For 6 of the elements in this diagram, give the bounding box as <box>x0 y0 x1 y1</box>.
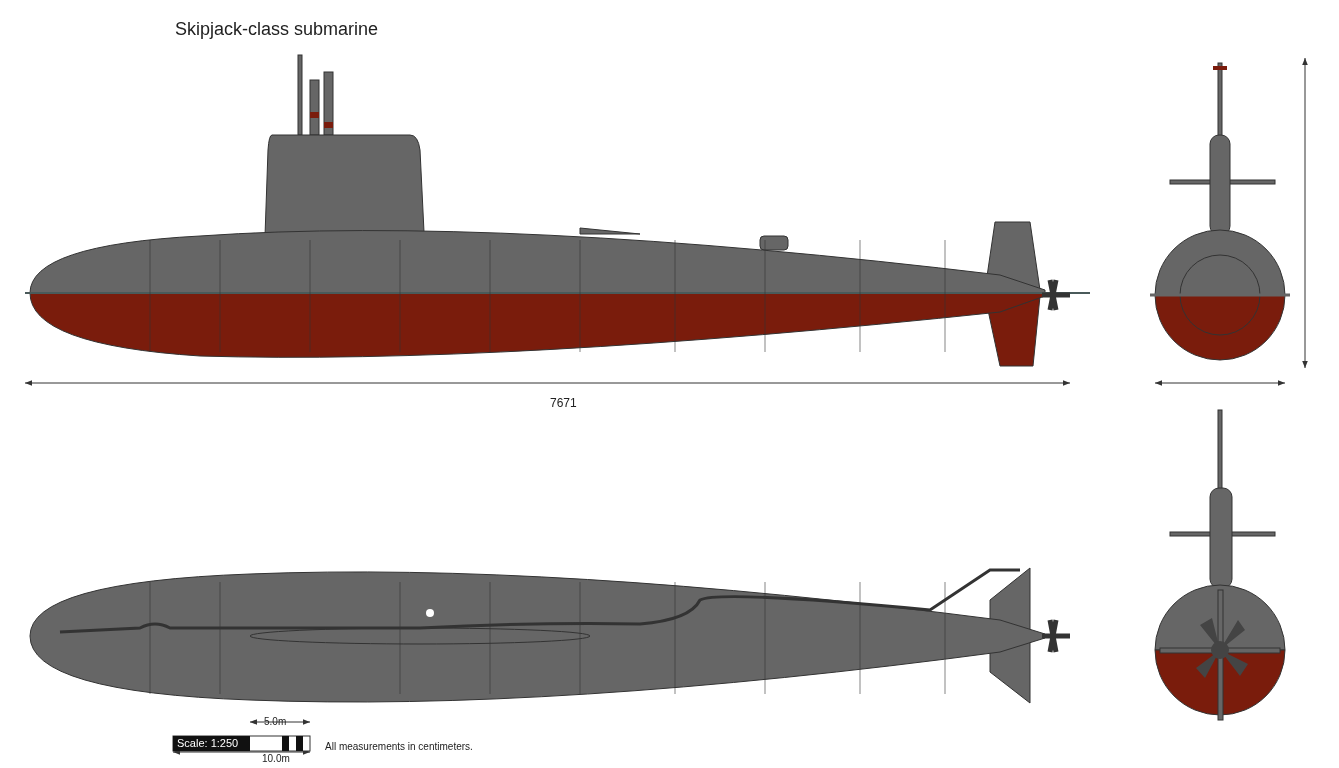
dimension-label: 10.0m <box>262 753 290 764</box>
dimension-label: 5.0m <box>264 716 287 727</box>
dimension-label: 7671 <box>550 396 577 410</box>
note: All measurements in centimeters. <box>325 741 473 752</box>
scale-label: Scale: 1:250 <box>177 737 239 749</box>
title: Skipjack-class submarine <box>175 19 379 40</box>
